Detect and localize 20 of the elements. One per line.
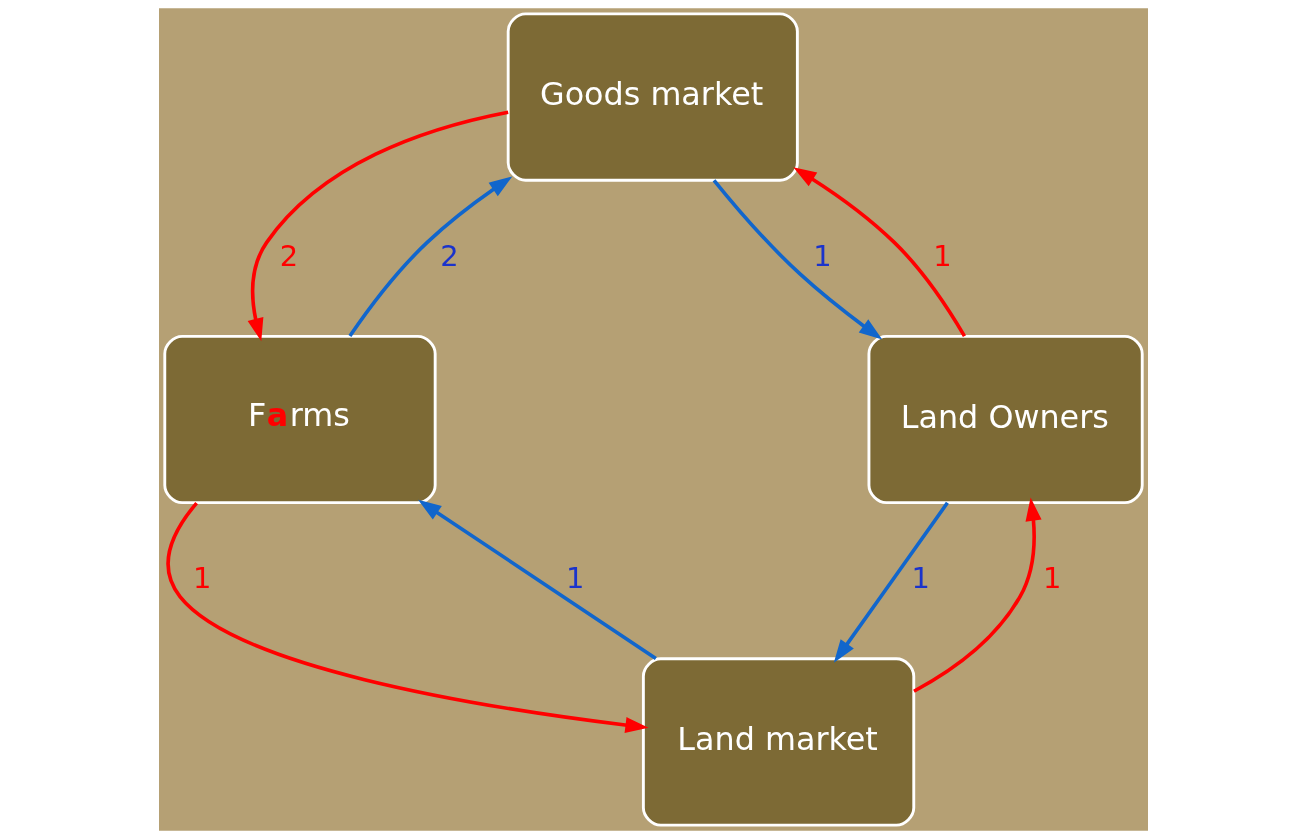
node-box: Farms [162,334,437,505]
edge-label: 1 [932,238,952,273]
node-box: Land Owners [867,334,1144,505]
edge-label: 1 [192,560,211,595]
arrow [792,167,966,338]
node-box: Goods market [506,12,799,182]
arrow [712,179,882,340]
arrow [347,176,512,338]
arrow [166,501,649,734]
arrow [833,501,949,663]
arrow [417,499,657,661]
edge-label: 1 [1042,560,1062,595]
arrow [247,110,509,342]
node-box: Land market [641,657,915,827]
edge-label: 1 [911,560,930,595]
edge-label: 2 [439,238,459,273]
edge-label: 2 [279,238,298,273]
edge-label: 1 [565,560,584,595]
edge-label: 1 [812,238,832,273]
arrow [912,497,1042,693]
